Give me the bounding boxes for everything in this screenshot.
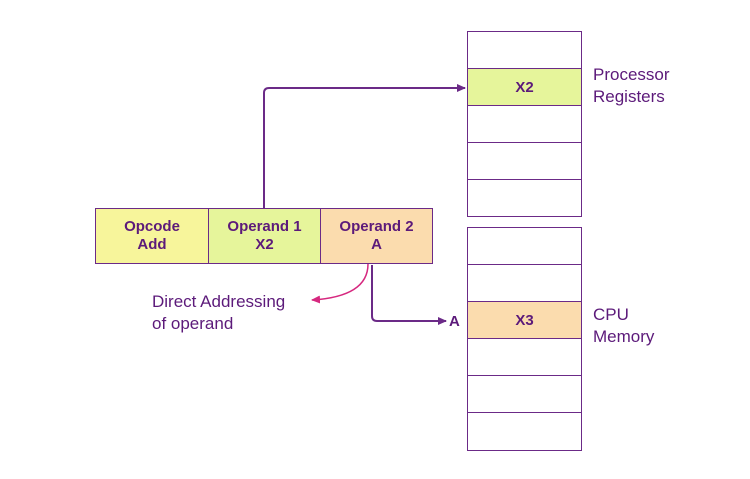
operand2-value: A	[371, 236, 382, 253]
register-slot	[467, 31, 582, 69]
opcode-title: Opcode	[124, 218, 180, 235]
memory-slot-value: X3	[515, 311, 534, 329]
annotation-line1: Direct Addressing	[152, 292, 286, 311]
register-slot	[467, 105, 582, 143]
direct-addressing-annotation: Direct Addressing of operand	[152, 291, 285, 335]
annotation-line2: of operand	[152, 314, 234, 333]
registers-label-line2: Registers	[593, 87, 665, 106]
memory-slot	[467, 338, 582, 376]
registers-label: Processor Registers	[593, 64, 670, 108]
cpu-memory: X3	[467, 227, 582, 451]
memory-label-line2: Memory	[593, 327, 655, 346]
memory-slot	[467, 375, 582, 413]
opcode-field: Opcode Add	[95, 208, 209, 264]
operand2-title: Operand 2	[339, 218, 414, 235]
processor-registers: X2	[467, 31, 582, 218]
opcode-value: Add	[137, 236, 167, 253]
operand1-field: Operand 1 X2	[208, 208, 321, 264]
memory-slot	[467, 227, 582, 265]
operand2-field: Operand 2 A	[320, 208, 433, 264]
register-slot	[467, 179, 582, 217]
memory-label-line1: CPU	[593, 305, 629, 324]
operand2-to-memory-arrow	[371, 265, 447, 325]
memory-slot	[467, 264, 582, 302]
register-slot	[467, 142, 582, 180]
memory-slot	[467, 412, 582, 451]
direct-addressing-pointer	[311, 263, 369, 304]
memory-address-label: A	[449, 313, 460, 330]
operand1-to-register-arrow	[263, 84, 466, 208]
registers-label-line1: Processor	[593, 65, 670, 84]
memory-slot-x3: X3	[467, 301, 582, 339]
register-slot-x2: X2	[467, 68, 582, 106]
register-slot-value: X2	[515, 78, 534, 96]
operand1-value: X2	[255, 236, 274, 253]
memory-label: CPU Memory	[593, 304, 654, 348]
operand1-title: Operand 1	[227, 218, 302, 235]
